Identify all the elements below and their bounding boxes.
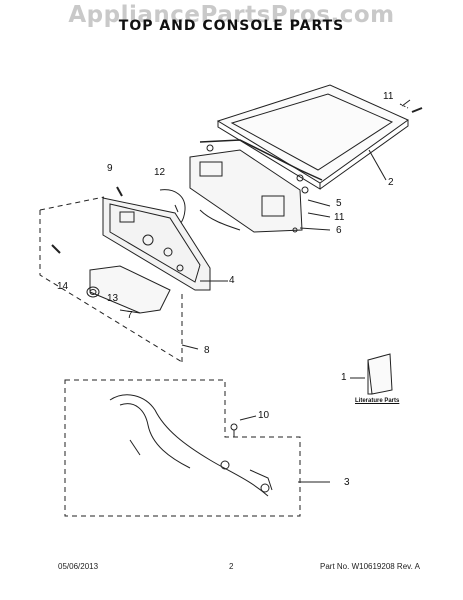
callout-3: 3: [344, 477, 350, 488]
callout-1: 1: [341, 372, 347, 383]
callout-4: 4: [229, 275, 235, 286]
screw-part-11-top: [399, 103, 423, 113]
callout-12: 12: [154, 167, 166, 178]
footer-page-number: 2: [229, 562, 234, 571]
overlay-part-7: [89, 265, 171, 314]
callout-11-side: 11: [334, 212, 345, 223]
callout-8: 8: [204, 345, 210, 356]
leader-lines: [119, 99, 411, 483]
console-panel: [102, 197, 211, 291]
callout-5: 5: [336, 198, 342, 209]
footer-date: 05/06/2013: [58, 562, 99, 571]
screw-part-14: [51, 244, 61, 254]
knob-part-13: [86, 286, 100, 298]
literature-parts-label: Literature Parts: [355, 398, 400, 404]
callout-2: 2: [388, 177, 394, 188]
callout-6: 6: [336, 225, 342, 236]
screw-part-9: [116, 186, 123, 197]
page-title: TOP AND CONSOLE PARTS: [118, 18, 345, 34]
dashed-harness-box: [64, 379, 301, 517]
callout-9: 9: [107, 163, 113, 174]
wire-harness-3: [109, 394, 273, 497]
screw-part-10: [230, 423, 238, 437]
callout-7: 7: [127, 310, 133, 321]
callout-10: 10: [258, 410, 270, 421]
callout-13: 13: [107, 293, 119, 304]
dashed-assembly-8: [39, 196, 183, 363]
literature-booklet: [367, 353, 393, 395]
console-bracket: [189, 139, 323, 233]
footer-part-number: Part No. W10619208 Rev. A: [320, 562, 420, 571]
callout-14: 14: [57, 281, 69, 292]
watermark-text: AppliancePartsPros.com: [68, 2, 395, 28]
callout-11-top: 11: [383, 91, 394, 102]
